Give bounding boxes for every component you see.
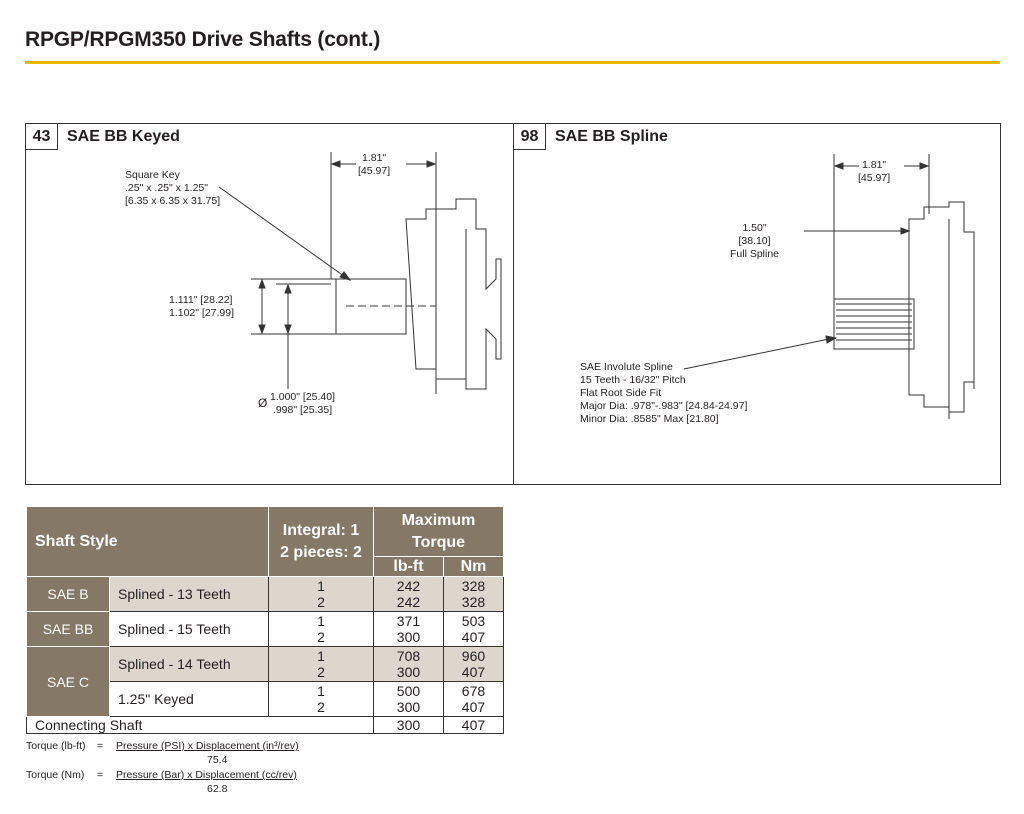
square-key-label: Square Key .25" x .25" x 1.25" [6.35 x 6…: [125, 169, 221, 207]
formula-numerator: Pressure (PSI) x Displacement (in³/rev): [116, 740, 299, 752]
formula-numerator: Pressure (Bar) x Displacement (cc/rev): [116, 769, 297, 781]
connecting-shaft-label: Connecting Shaft: [26, 716, 374, 734]
table-row: SAE BB Splined - 15 Teeth 1 2 371 300 50…: [26, 611, 505, 647]
header-integral: Integral: 1 2 pieces: 2: [268, 506, 374, 577]
integral-value: 1 2: [268, 576, 374, 612]
header-lbft: lb-ft: [373, 556, 444, 577]
formula-lbft: Torque (lb-ft) = Pressure (PSI) x Displa…: [26, 740, 299, 766]
torque-nm: 407: [442, 716, 505, 734]
shaft-group: SAE BB: [26, 611, 110, 647]
torque-lbft: 300: [373, 716, 444, 734]
torque-lbft: 242 242: [373, 576, 444, 612]
shaft-style: 1.25" Keyed: [109, 681, 269, 717]
torque-nm: 328 328: [442, 576, 505, 612]
formula-lhs: Torque (lb-ft): [26, 740, 86, 752]
spline-spec-label: SAE Involute Spline 15 Teeth - 16/32" Pi…: [580, 361, 748, 425]
diameter-symbol: Ø: [258, 396, 268, 410]
formula-equals: =: [97, 740, 104, 752]
table-row: SAE C Splined - 14 Teeth 1 2 708 300 960…: [26, 646, 505, 717]
shaft-group: SAE C: [26, 646, 110, 717]
shaft-style: Splined - 15 Teeth: [109, 611, 269, 647]
torque-nm: 503 407: [442, 611, 505, 647]
torque-lbft: 500 300: [373, 681, 444, 717]
header-max-torque: Maximum Torque: [373, 506, 504, 557]
formula-denominator: 62.8: [207, 783, 228, 795]
header-shaft-style: Shaft Style: [26, 506, 269, 577]
torque-lbft: 708 300: [373, 646, 444, 682]
table-row-connecting-shaft: Connecting Shaft 300 407: [26, 716, 505, 734]
panel-sae-bb-keyed: 43 SAE BB Keyed 1.81" [45.97] Square Key …: [25, 123, 514, 485]
shaft-style: Splined - 13 Teeth: [109, 576, 269, 612]
formula-lhs: Torque (Nm): [26, 769, 85, 781]
panel-title: SAE BB Spline: [555, 128, 668, 145]
panel-number: 98: [514, 124, 546, 150]
formula-denominator: 75.4: [207, 754, 228, 766]
keyed-shaft-drawing: [218, 152, 502, 394]
page-title: RPGP/RPGM350 Drive Shafts (cont.): [25, 28, 381, 51]
dim-overall-length: 1.81" [45.97]: [358, 152, 391, 177]
panel-number: 43: [26, 124, 58, 150]
panel-title: SAE BB Keyed: [67, 128, 180, 145]
integral-value: 1 2: [268, 681, 374, 717]
table-row: 1.25" Keyed 1 2 500 300 678 407: [27, 681, 505, 717]
dim-overall-length: 1.81" [45.97]: [858, 159, 891, 184]
panel-sae-bb-spline: 98 SAE BB Spline 1.81" [45.97] 1.50" [38.…: [513, 123, 1001, 485]
shaft-group: SAE B: [26, 576, 110, 612]
formula-equals: =: [97, 769, 104, 781]
header-nm: Nm: [442, 556, 505, 577]
torque-nm: 960 407: [442, 646, 505, 682]
dim-spline-length: 1.50" [38.10] Full Spline: [730, 222, 780, 260]
shaft-style: Splined - 14 Teeth: [109, 646, 269, 682]
dim-shaft-diameter: 1.000" [25.40] .998" [25.35]: [270, 391, 336, 416]
shaft-torque-table: Shaft Style Integral: 1 2 pieces: 2 Maxi…: [26, 506, 505, 734]
integral-value: 1 2: [268, 646, 374, 682]
torque-nm: 678 407: [442, 681, 505, 717]
integral-value: 1 2: [268, 611, 374, 647]
accent-rule: [25, 61, 1000, 64]
spline-shaft-drawing: [683, 154, 975, 419]
torque-lbft: 371 300: [373, 611, 444, 647]
formula-nm: Torque (Nm) = Pressure (Bar) x Displacem…: [26, 769, 297, 795]
table-row: SAE B Splined - 13 Teeth 1 2 242 242 328…: [26, 576, 505, 612]
dim-key-height: 1.111" [28.22] 1.102" [27.99]: [169, 294, 235, 319]
